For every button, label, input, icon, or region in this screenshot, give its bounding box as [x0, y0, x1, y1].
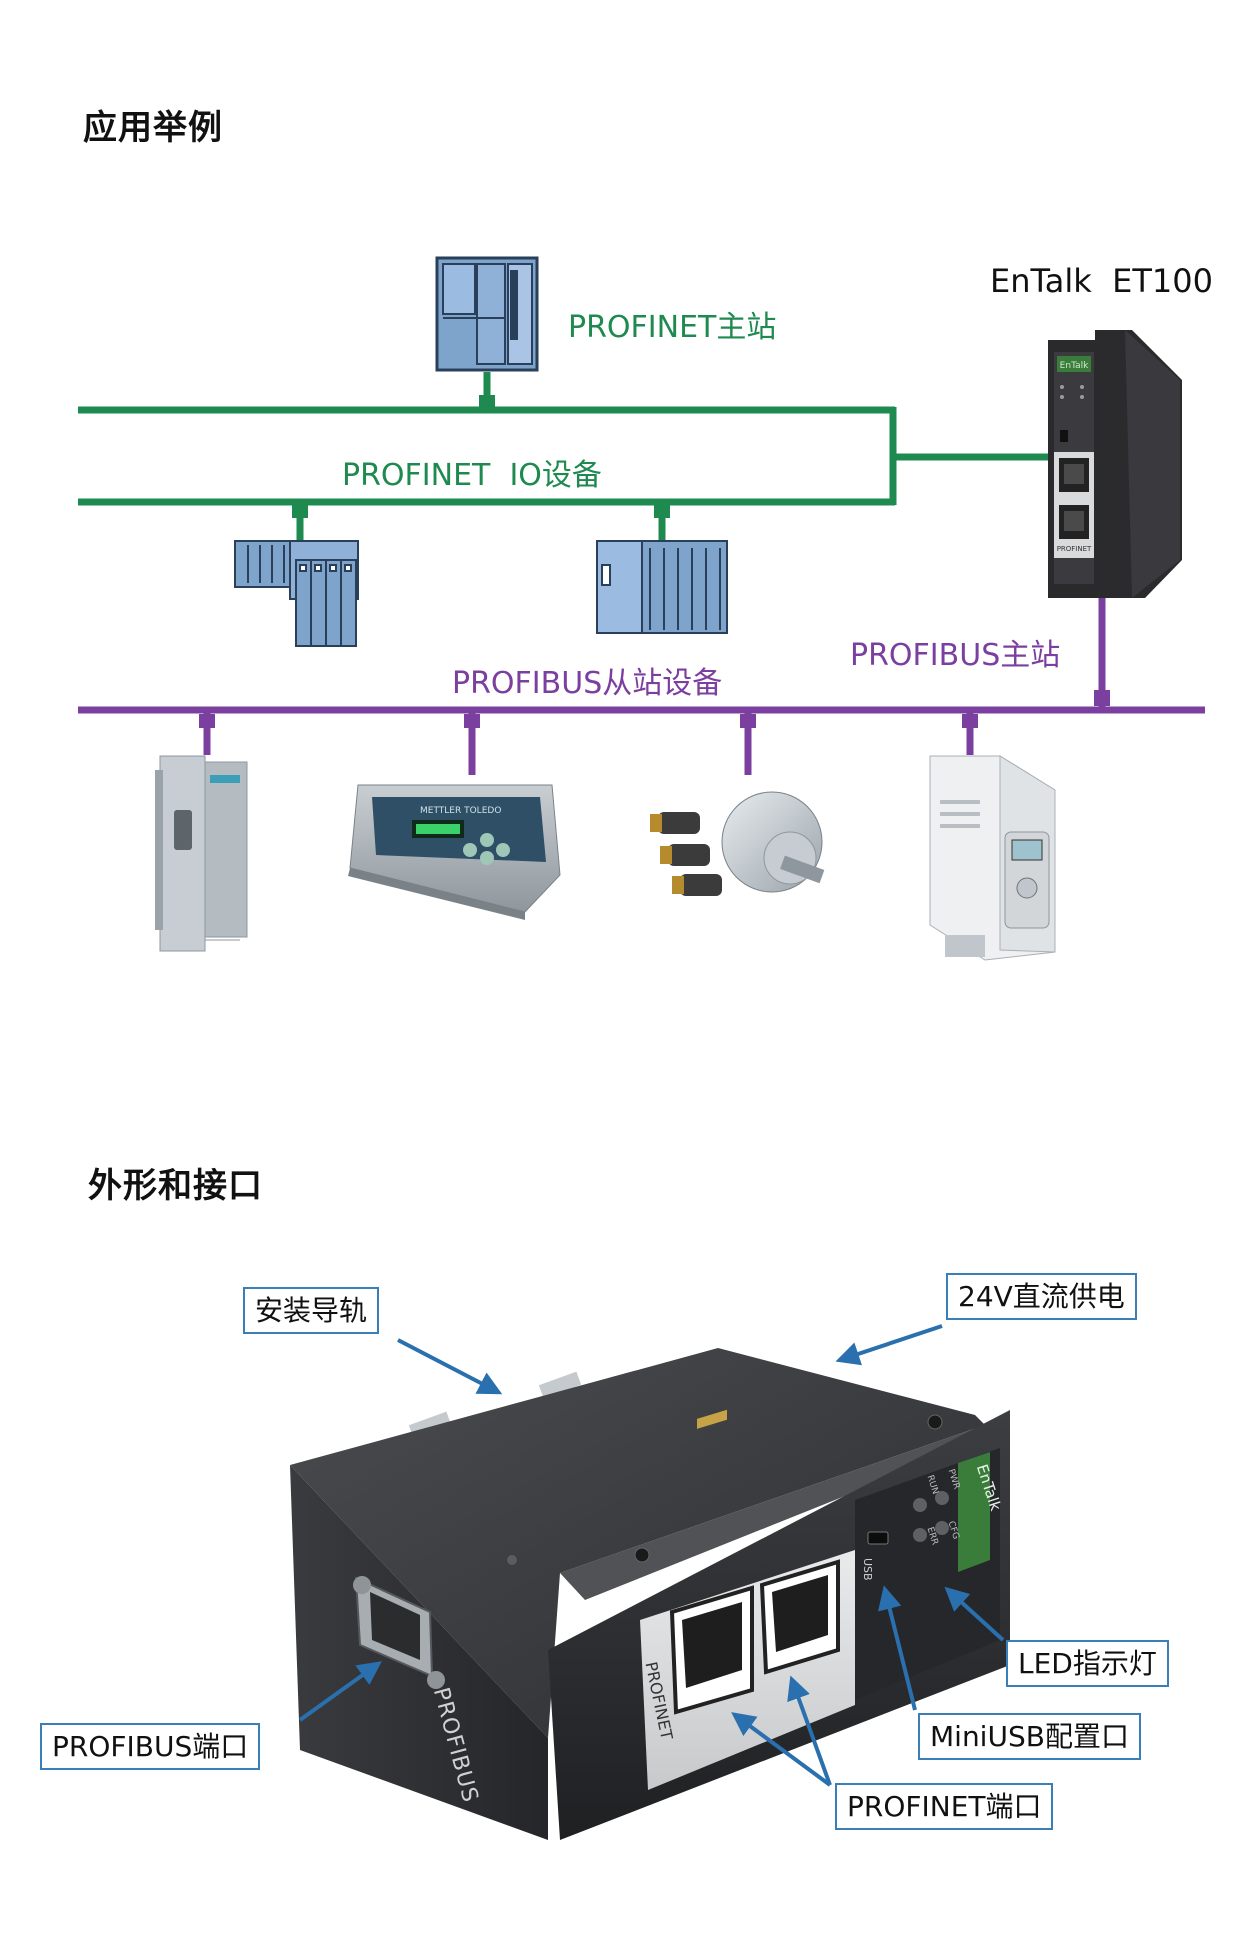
device-front-face — [548, 1410, 1010, 1840]
device-led-label-3: CFG — [945, 1520, 961, 1541]
profibus-slave-encoder — [650, 791, 825, 896]
callout-power: 24V直流供电 — [946, 1273, 1137, 1320]
device-usb-label: USB — [861, 1558, 874, 1581]
gateway-profinet-label: PROFINET — [1057, 545, 1092, 553]
profibus-slave-label: PROFIBUS从站设备 — [452, 666, 723, 701]
profinet-io-device-1 — [234, 540, 359, 647]
profinet-master-label: PROFINET主站 — [568, 310, 777, 345]
callout-profibus-port: PROFIBUS端口 — [40, 1723, 261, 1770]
device-led-label-4: ERR — [924, 1526, 940, 1547]
device-profibus-side-label: PROFIBUS — [427, 1685, 483, 1806]
gateway-title: EnTalk ET100 — [990, 262, 1213, 300]
din-rail — [408, 1371, 582, 1439]
device-led-label-2: RUN — [924, 1474, 941, 1496]
section-title-appearance: 外形和接口 — [88, 1166, 263, 1206]
callout-profinet-port: PROFINET端口 — [835, 1783, 1054, 1830]
device-led-label-1: PWR — [945, 1468, 962, 1491]
callout-arrows — [298, 1324, 1005, 1787]
profinet-port-panel — [640, 1550, 855, 1790]
gateway-brand-label: EnTalk — [1060, 361, 1089, 371]
profibus-slave-weighing-terminal: METTLER TOLEDO — [348, 784, 561, 920]
scale-brand-label: METTLER TOLEDO — [420, 806, 501, 816]
section-title-application: 应用举例 — [83, 108, 223, 148]
rj45-port-1 — [669, 1409, 754, 1715]
db9-connector — [353, 1576, 445, 1689]
callout-rail: 安装导轨 — [243, 1287, 380, 1334]
profinet-master-plc — [435, 256, 539, 372]
entalk-et100-gateway: EnTalk PROFINET — [1048, 330, 1182, 598]
profibus-slave-drive — [929, 755, 1056, 961]
device-left-face — [290, 1465, 548, 1840]
profinet-io-device-2 — [596, 540, 728, 634]
profinet-io-label: PROFINET IO设备 — [342, 458, 602, 493]
device-brand-label: EnTalk — [972, 1462, 1005, 1513]
device-profinet-panel-label: PROFINET — [641, 1660, 677, 1742]
profibus-slave-im-module — [155, 755, 248, 952]
network-diagram: EnTalk PROFINET METTL — [78, 256, 1205, 961]
device-top-face — [290, 1348, 985, 1738]
callout-usb: MiniUSB配置口 — [918, 1713, 1141, 1760]
profibus-master-label: PROFIBUS主站 — [850, 638, 1061, 673]
callout-led: LED指示灯 — [1006, 1640, 1169, 1687]
rj45-port-2 — [759, 1559, 840, 1675]
